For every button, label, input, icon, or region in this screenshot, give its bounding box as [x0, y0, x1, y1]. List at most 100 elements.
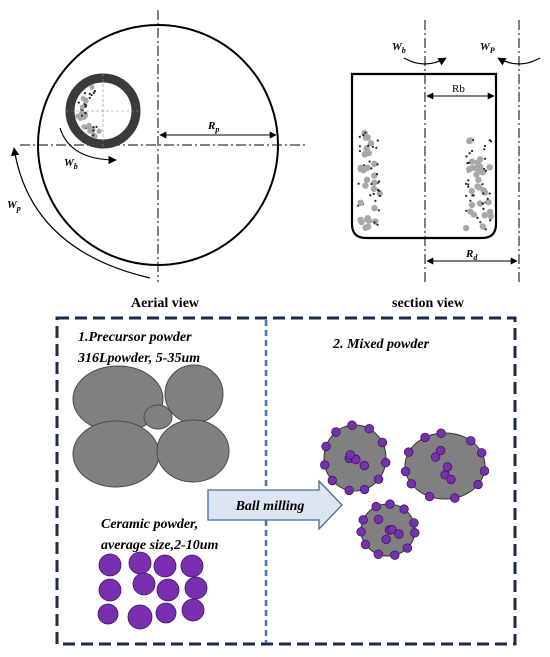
- section-ball: [467, 185, 470, 188]
- section-ball: [378, 194, 381, 197]
- section-ball: [373, 221, 376, 224]
- vial-ball: [83, 92, 86, 95]
- rb-label: Rb: [452, 83, 465, 95]
- section-ball: [469, 164, 476, 172]
- section-wp-arrow: [497, 57, 541, 66]
- section-ball: [464, 182, 468, 185]
- aerial-view-diagram: Rp Wb Wp: [7, 10, 305, 282]
- decorating-ceramic: [466, 436, 476, 446]
- section-ball: [371, 205, 378, 212]
- process-box-border: [55, 316, 517, 646]
- section-ball: [358, 145, 361, 148]
- decorating-ceramic: [373, 549, 384, 560]
- section-ball: [485, 199, 492, 206]
- section-ball-clusters: [357, 129, 495, 232]
- section-ball: [476, 200, 484, 207]
- ceramic-particle: [155, 602, 177, 624]
- vial-ball: [88, 96, 91, 99]
- section-ball: [467, 161, 471, 164]
- section-ball: [469, 158, 476, 165]
- vial-ball: [81, 124, 87, 130]
- section-ball: [371, 160, 378, 167]
- decorating-ceramic: [390, 550, 400, 560]
- vial-ball: [87, 128, 93, 134]
- decorating-ceramic: [404, 447, 414, 457]
- decorating-ceramic: [436, 428, 446, 438]
- section-ball: [462, 224, 470, 232]
- section-ball: [480, 187, 487, 194]
- vial-ball: [96, 128, 102, 134]
- decorating-ceramic: [477, 448, 487, 458]
- section-ball: [465, 194, 468, 197]
- decorating-ceramic: [381, 457, 391, 468]
- vial-ball: [92, 129, 95, 132]
- section-ball: [468, 201, 476, 209]
- decorating-ceramic: [410, 528, 420, 538]
- section-ball: [357, 182, 360, 185]
- decorating-ceramic: [356, 527, 366, 537]
- wb-label: Wb: [64, 157, 78, 171]
- vial-ball: [83, 98, 89, 104]
- section-ball: [481, 183, 484, 186]
- section-ball: [358, 150, 361, 153]
- vial-ball: [92, 91, 95, 94]
- section-ball: [489, 219, 492, 222]
- decorating-ceramic: [430, 452, 441, 462]
- ball-milling-label: Ball milling: [235, 499, 305, 514]
- section-ball: [363, 176, 371, 183]
- decorating-ceramic: [331, 427, 341, 437]
- decorating-ceramic: [364, 424, 375, 434]
- decorating-ceramic: [358, 515, 368, 525]
- decorating-ceramic: [424, 491, 435, 502]
- section-ball: [488, 139, 491, 142]
- decorating-ceramic: [327, 475, 338, 486]
- vial-cup: [350, 72, 498, 240]
- section-ball: [376, 163, 379, 166]
- steel-particle: [72, 420, 160, 488]
- section-ball: [479, 223, 486, 230]
- decorating-ceramic: [320, 460, 330, 470]
- section-ball: [486, 164, 493, 171]
- vial-ball-cluster: [75, 84, 102, 139]
- vial-ball: [84, 105, 87, 108]
- decorating-ceramic: [446, 474, 456, 485]
- section-ball: [377, 209, 380, 212]
- section-ball: [473, 171, 480, 178]
- section-ball: [470, 211, 478, 218]
- decorating-ceramic: [345, 450, 356, 460]
- vial-ball: [95, 125, 98, 128]
- section-ball: [488, 192, 491, 195]
- decorating-ceramic: [479, 466, 490, 476]
- decorating-ceramic: [347, 420, 357, 430]
- section-ball: [484, 169, 487, 172]
- section-ball: [472, 138, 475, 142]
- decorating-ceramic: [409, 518, 419, 528]
- section-ball: [358, 218, 365, 226]
- section-ball: [357, 199, 364, 206]
- decorating-ceramic: [473, 479, 483, 490]
- ceramic-particle: [127, 604, 153, 630]
- vial-ball: [92, 134, 95, 137]
- section-ball: [371, 145, 374, 148]
- ceramic-particle: [128, 551, 152, 575]
- section-ball: [484, 228, 487, 231]
- section-ball: [370, 185, 378, 192]
- step1-title-line2: 316Lpowder, 5-35um: [77, 351, 200, 366]
- ceramic-particles: [97, 551, 208, 630]
- ceramic-title-line1: Ceramic powder,: [101, 517, 198, 532]
- ceramic-particle: [156, 578, 180, 602]
- aerial-view-title: Aerial view: [131, 296, 200, 311]
- section-ball: [465, 155, 468, 158]
- steel-particle: [143, 404, 173, 430]
- section-ball: [357, 164, 365, 171]
- steel-particle: [164, 364, 224, 424]
- ball-milling-arrow: [207, 479, 343, 531]
- section-ball: [369, 194, 372, 197]
- decorating-ceramic: [399, 504, 409, 514]
- ceramic-particle: [153, 554, 177, 578]
- vial-ball: [84, 112, 87, 115]
- section-ball: [374, 199, 377, 202]
- section-ball: [362, 224, 369, 231]
- section-ball: [368, 160, 371, 163]
- section-ball: [370, 167, 373, 170]
